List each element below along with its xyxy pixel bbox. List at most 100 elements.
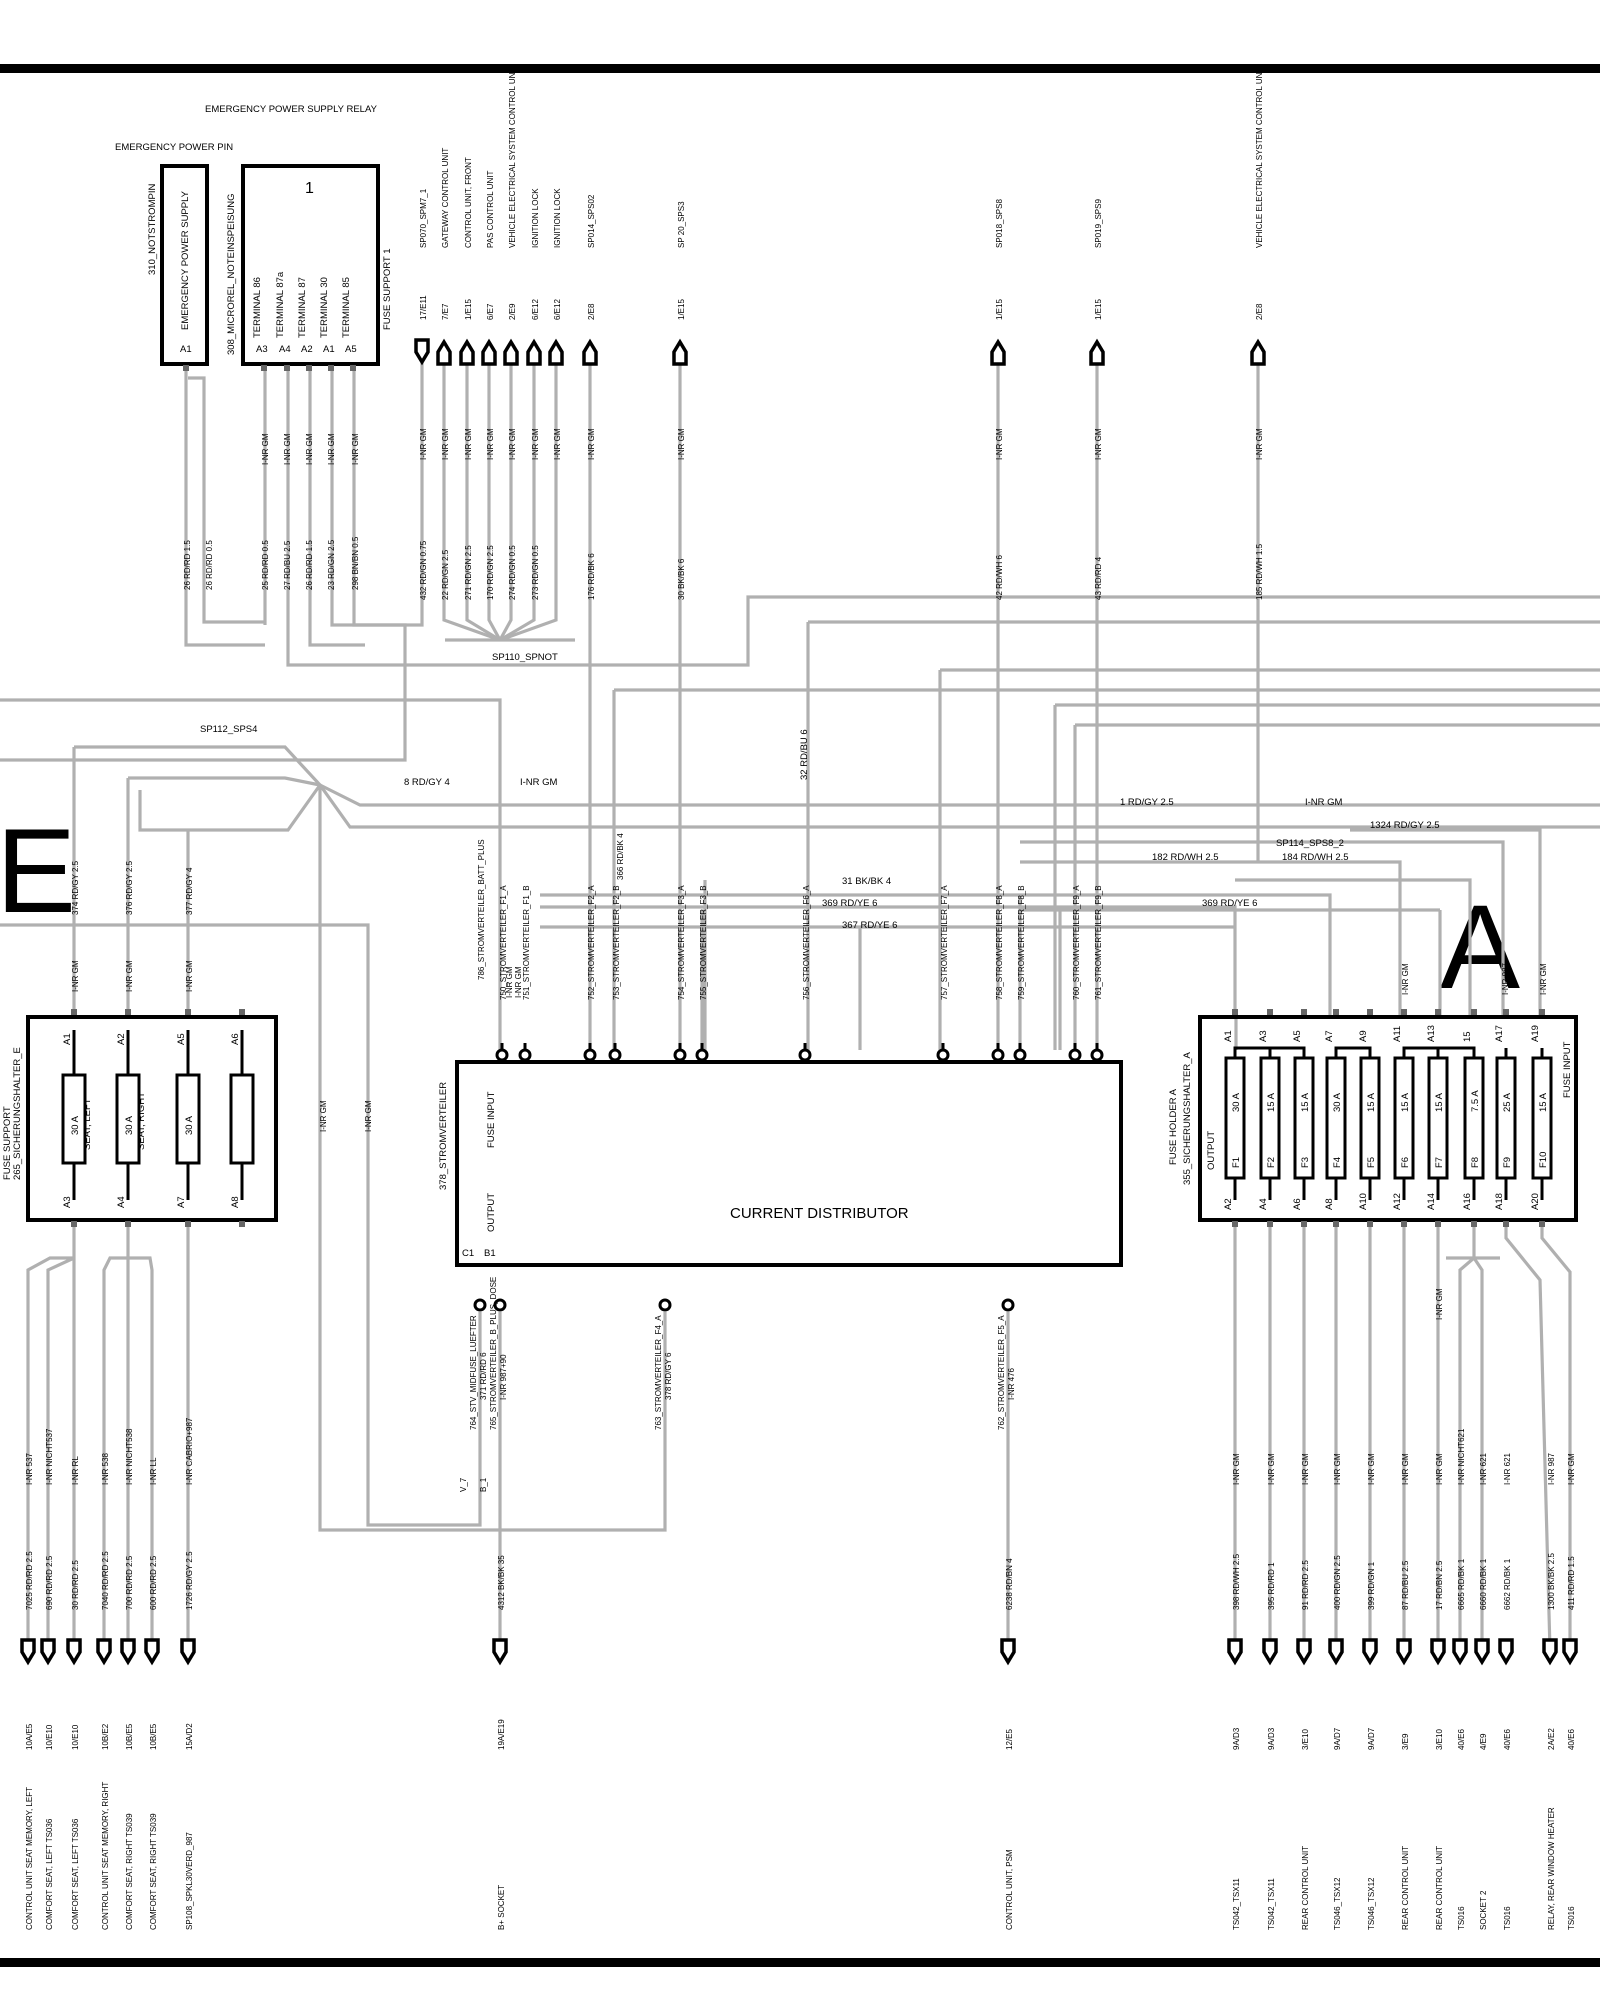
fuse-a-bottom-pin bbox=[1401, 1221, 1407, 1227]
cd-output-wire: I-NR 476 bbox=[1007, 1367, 1016, 1400]
relay-net-label: I-NR GM bbox=[327, 433, 336, 465]
top-connector-symbol bbox=[990, 338, 1006, 366]
top-connector-pos: 17/E11 bbox=[419, 295, 428, 320]
relay-terminal-dot bbox=[350, 365, 356, 371]
fuse-a-id: F8 bbox=[1470, 1157, 1481, 1168]
wire-1324: 1324 RD/GY 2.5 bbox=[1370, 820, 1440, 831]
top-connector-symbol bbox=[459, 338, 475, 366]
bottom-connector-pos: 10/E10 bbox=[71, 1724, 80, 1750]
bottom-connector-symbol bbox=[66, 1638, 82, 1666]
bottom-connector-net: I-NR GM bbox=[1567, 1453, 1576, 1485]
bottom-border bbox=[0, 1958, 1600, 1967]
fuse-holder-a-output: OUTPUT bbox=[1206, 1131, 1217, 1170]
fuse-a-id: F10 bbox=[1538, 1152, 1549, 1168]
fuse-a-rating: 30 A bbox=[1231, 1092, 1242, 1112]
bottom-connector-pos: 10A/E5 bbox=[25, 1723, 34, 1750]
bottom-connector-symbol bbox=[144, 1638, 160, 1666]
relay-net-label: I-NR GM bbox=[351, 433, 360, 465]
top-connector-net: I-NR GM bbox=[419, 428, 428, 460]
bottom-connector-pos: 9A/D3 bbox=[1267, 1727, 1276, 1750]
wire-184: 184 RD/WH 2.5 bbox=[1282, 852, 1349, 863]
fuse-a-bottom-label: A14 bbox=[1426, 1193, 1437, 1210]
e-net-1: I-NR GM bbox=[319, 1100, 328, 1132]
relay-terminal-name: TERMINAL 87 bbox=[297, 277, 308, 338]
relay-terminal-pin: A1 bbox=[323, 344, 335, 355]
top-connector-ref: IGNITION LOCK bbox=[531, 188, 540, 248]
cd-input-label: 751_STROMVERTEILER_F1_B bbox=[522, 885, 531, 1000]
top-connector-symbol bbox=[1089, 338, 1105, 366]
top-connector-ref: VEHICLE ELECTRICAL SYSTEM CONTROL UNIT bbox=[508, 65, 517, 248]
fuse-a-top-net-3: I-NR GM bbox=[1539, 963, 1548, 995]
bottom-connector-symbol bbox=[40, 1638, 56, 1666]
fuse-a-top-label: 15 bbox=[1462, 1031, 1473, 1042]
fuse-a-top-net-2: I-NR 987 bbox=[1501, 962, 1510, 995]
top-connector-net: I-NR GM bbox=[508, 428, 517, 460]
fuse-e-top-net: I-NR GM bbox=[71, 960, 80, 992]
bottom-connector-wire: 1300 BK/BK 2.5 bbox=[1547, 1553, 1556, 1610]
splice-spnot: SP110_SPNOT bbox=[492, 652, 558, 663]
bottom-connector-pos: 3/E10 bbox=[1435, 1729, 1444, 1750]
top-connector-net: I-NR GM bbox=[531, 428, 540, 460]
fuse-e-rating: 30 A bbox=[184, 1115, 195, 1135]
cd-input-label: 760_STROMVERTEILER_F9_A bbox=[1072, 885, 1081, 1000]
fuse-e-bottom-pin bbox=[71, 1221, 77, 1227]
bottom-connector-dest: TS046_TSX12 bbox=[1333, 1877, 1342, 1930]
top-connector-net: I-NR GM bbox=[486, 428, 495, 460]
top-connector-symbol bbox=[582, 338, 598, 366]
fuse-holder-e: FUSE SUPPORT 265_SICHERUNGSHALTER_E A1A3… bbox=[2, 860, 278, 1227]
fuse-e-top-net: I-NR GM bbox=[125, 960, 134, 992]
cd-input-eyelet bbox=[695, 1048, 709, 1062]
top-connector-ref: VEHICLE ELECTRICAL SYSTEM CONTROL UNIT bbox=[1255, 65, 1264, 248]
fuse-a-rating: 15 A bbox=[1300, 1092, 1311, 1112]
bottom-connector-wire: 7025 RD/RD 2.5 bbox=[25, 1551, 34, 1610]
bottom-connector-net: I-NR GM bbox=[1401, 1453, 1410, 1485]
relay-component-label: 308_MICROREL_NOTEINSPEISUNG bbox=[226, 193, 237, 355]
relay-wire-label: 23 RD/GN 2.5 bbox=[327, 539, 336, 590]
fuse-a-id: F1 bbox=[1231, 1157, 1242, 1168]
fuse-a-id: F6 bbox=[1400, 1157, 1411, 1168]
top-connector-pos: 1/E15 bbox=[464, 299, 473, 320]
cd-input-label: 756_STROMVERTEILER_F6_A bbox=[802, 885, 811, 1000]
bottom-connector-net: I-NR 621 bbox=[1479, 1452, 1488, 1485]
splice-sps8: SP114_SPS8_2 bbox=[1276, 838, 1344, 849]
bottom-connector-net: I-NR GM bbox=[1435, 1453, 1444, 1485]
bottom-connector-wire: 87 RD/BU 2.5 bbox=[1401, 1560, 1410, 1610]
cd-input-eyelet bbox=[518, 1048, 532, 1062]
top-connector-net: I-NR GM bbox=[1094, 428, 1103, 460]
fuse-e-top-wire: 376 RD/GY 2.5 bbox=[125, 860, 134, 915]
top-connector-wire: 274 RD/GN 0.5 bbox=[508, 545, 517, 600]
bottom-connector-dest: REAR CONTROL UNIT bbox=[1401, 1846, 1410, 1930]
fuse-a-bottom-pin bbox=[1267, 1221, 1273, 1227]
bottom-connector-wire: 398 RD/WH 2.5 bbox=[1232, 1553, 1241, 1610]
top-connector-net: I-NR GM bbox=[995, 428, 1004, 460]
fuse-holder-e-label: 265_SICHERUNGSHALTER_E bbox=[12, 1047, 23, 1180]
cd-output-ref: 762_STROMVERTEILER_F5_A bbox=[997, 1315, 1006, 1430]
bottom-connector-dest: TS016 bbox=[1503, 1906, 1512, 1930]
fuse-a-bottom-pin bbox=[1503, 1221, 1509, 1227]
misc-net-labels: I-NR GM I-NR GM I-NR GM I-NR GM I-NR 987… bbox=[319, 962, 1548, 1320]
bottom-connector-dest: TS016 bbox=[1567, 1906, 1576, 1930]
bottom-connector-symbol bbox=[1000, 1638, 1016, 1666]
bottom-connector-symbol bbox=[492, 1638, 508, 1666]
cd-input-eyelet bbox=[1090, 1048, 1104, 1062]
fuse-a-rating: 7.5 A bbox=[1470, 1090, 1481, 1112]
fuse-a-rating: 15 A bbox=[1366, 1092, 1377, 1112]
wire-369b: 369 RD/YE 6 bbox=[1202, 898, 1257, 909]
fuse-a-top-label: A11 bbox=[1392, 1026, 1403, 1042]
cd-output-wire: 378 RD/GY 6 bbox=[664, 1352, 673, 1400]
top-connector-wire: 170 RD/GN 2.5 bbox=[486, 545, 495, 600]
emergency-power-pin-box bbox=[160, 164, 209, 366]
bottom-connector-dest: REAR CONTROL UNIT bbox=[1301, 1846, 1310, 1930]
bottom-connector-pos: 10B/E5 bbox=[149, 1723, 158, 1750]
bottom-connector-wire: 7040 RD/RD 2.5 bbox=[101, 1551, 110, 1610]
fuse-a-bottom-pin bbox=[1301, 1221, 1307, 1227]
bottom-connector-dest: COMFORT SEAT, LEFT TS036 bbox=[45, 1818, 54, 1930]
top-connector-wire: 273 RD/GN 0.5 bbox=[531, 545, 540, 600]
current-distributor-title: CURRENT DISTRIBUTOR bbox=[730, 1205, 909, 1222]
bottom-connector-dest: COMFORT SEAT, RIGHT TS039 bbox=[149, 1813, 158, 1930]
relay-terminal-name: TERMINAL 86 bbox=[252, 277, 263, 338]
cd-output-pin: B_1 bbox=[479, 1477, 488, 1492]
